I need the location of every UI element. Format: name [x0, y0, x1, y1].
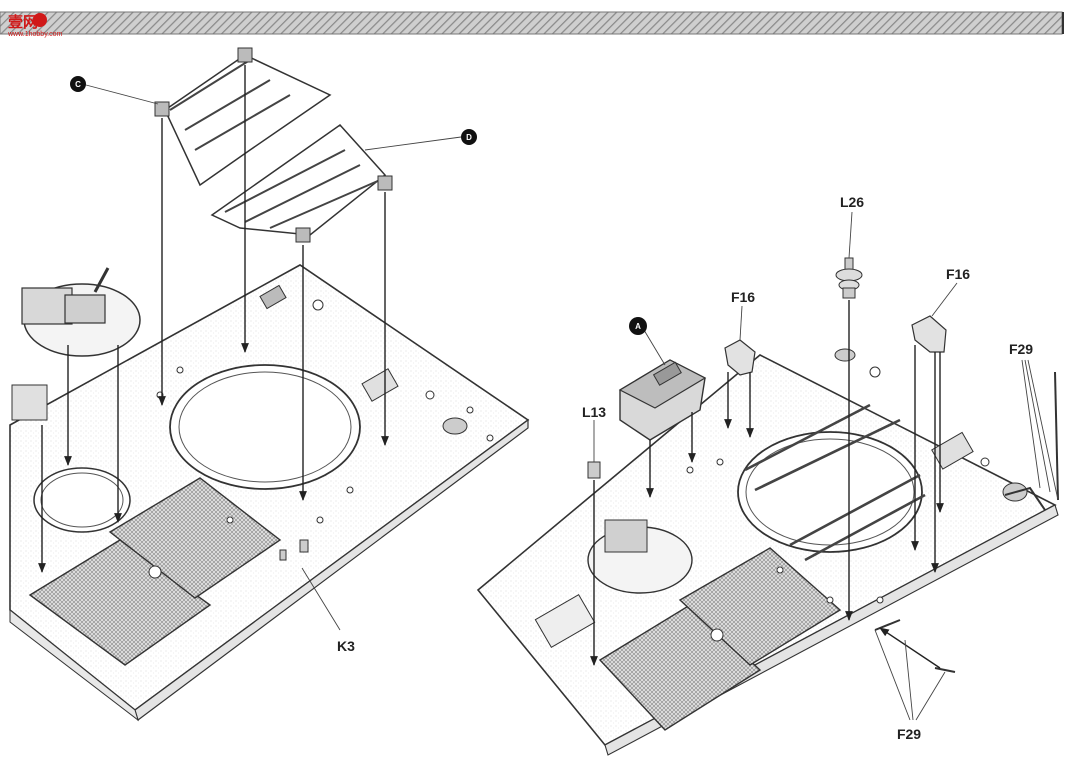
part-c-plate: [154, 47, 332, 187]
label-l26: L26: [840, 194, 864, 210]
watermark-logo: 壹网 www.1hobby.com: [7, 13, 63, 38]
left-cupola-assembly: [11, 267, 141, 421]
callout-d: D: [461, 129, 477, 145]
left-leaders: [85, 84, 462, 631]
part-f29-rods: [874, 371, 1059, 673]
callout-c: C: [70, 76, 86, 92]
right-arrows: [590, 300, 944, 669]
callout-a: A: [629, 317, 647, 335]
part-l26: [835, 257, 863, 299]
label-f16-right: F16: [946, 266, 970, 282]
label-f29-top: F29: [1009, 341, 1033, 357]
svg-text:D: D: [466, 133, 472, 142]
svg-text:A: A: [635, 322, 641, 331]
right-hull-deck: [476, 348, 1059, 756]
part-f16-right: [911, 315, 947, 353]
part-l13: [587, 461, 601, 479]
part-d-plate: [210, 124, 393, 243]
part-a-box: [618, 359, 707, 441]
right-leaders: [593, 211, 1059, 721]
left-arrows: [38, 65, 389, 573]
part-f16-left: [724, 339, 756, 376]
watermark-text: 壹网: [8, 13, 38, 31]
svg-text:C: C: [75, 80, 81, 89]
left-hull-deck: [9, 264, 530, 722]
watermark-sub: www.1hobby.com: [7, 31, 63, 38]
label-f16-left: F16: [731, 289, 755, 305]
label-k3: K3: [337, 638, 355, 654]
label-f29-bottom: F29: [897, 726, 921, 742]
label-l13: L13: [582, 404, 606, 420]
header-bar: [0, 11, 1064, 35]
